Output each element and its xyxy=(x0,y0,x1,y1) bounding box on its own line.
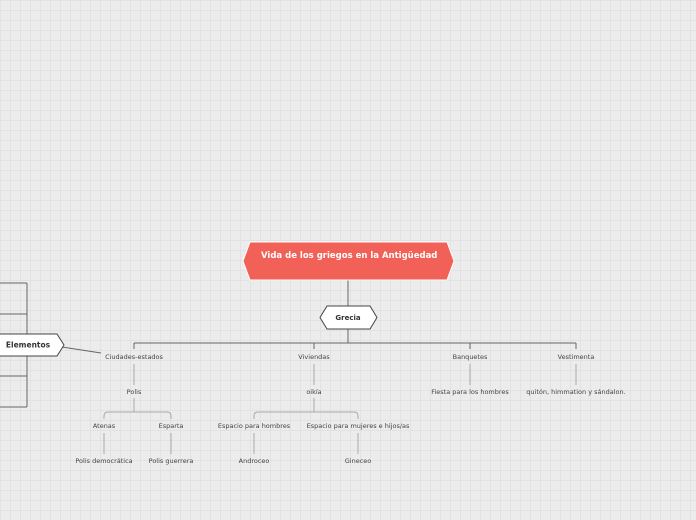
elementos-label[interactable]: Elementos xyxy=(5,340,51,350)
node-oikia[interactable]: oikía xyxy=(306,388,322,396)
node-viviendas[interactable]: Viviendas xyxy=(298,353,330,361)
node-atenas[interactable]: Atenas xyxy=(92,422,116,430)
node-gineceo[interactable]: Gineceo xyxy=(344,457,372,465)
node-espacio-hombres[interactable]: Espacio para hombres xyxy=(217,422,291,430)
node-esparta[interactable]: Esparta xyxy=(158,422,184,430)
elementos-node-shape xyxy=(0,333,65,357)
node-androceo[interactable]: Androceo xyxy=(238,457,270,465)
node-polis-guerrera[interactable]: Polis guerrera xyxy=(148,457,194,465)
node-polis[interactable]: Polis xyxy=(126,388,142,396)
node-fiesta[interactable]: Fiesta para los hombres xyxy=(431,388,509,396)
node-polis-democratica[interactable]: Polis democrática xyxy=(75,457,133,465)
grecia-node-shape xyxy=(319,305,378,330)
node-banquetes[interactable]: Banquetes xyxy=(452,353,488,361)
root-title[interactable]: Vida de los griegos en la Antigüedad xyxy=(261,251,438,261)
node-vestimenta[interactable]: Vestimenta xyxy=(557,353,595,361)
node-espacio-mujeres[interactable]: Espacio para mujeres e hijos/as xyxy=(306,422,410,430)
root-node-shape xyxy=(242,241,455,281)
node-ciudades-estados[interactable]: Ciudades-estados xyxy=(105,353,163,361)
grecia-label[interactable]: Grecia xyxy=(335,313,361,322)
node-quiton[interactable]: quitón, himmation y sándalon. xyxy=(526,388,626,396)
